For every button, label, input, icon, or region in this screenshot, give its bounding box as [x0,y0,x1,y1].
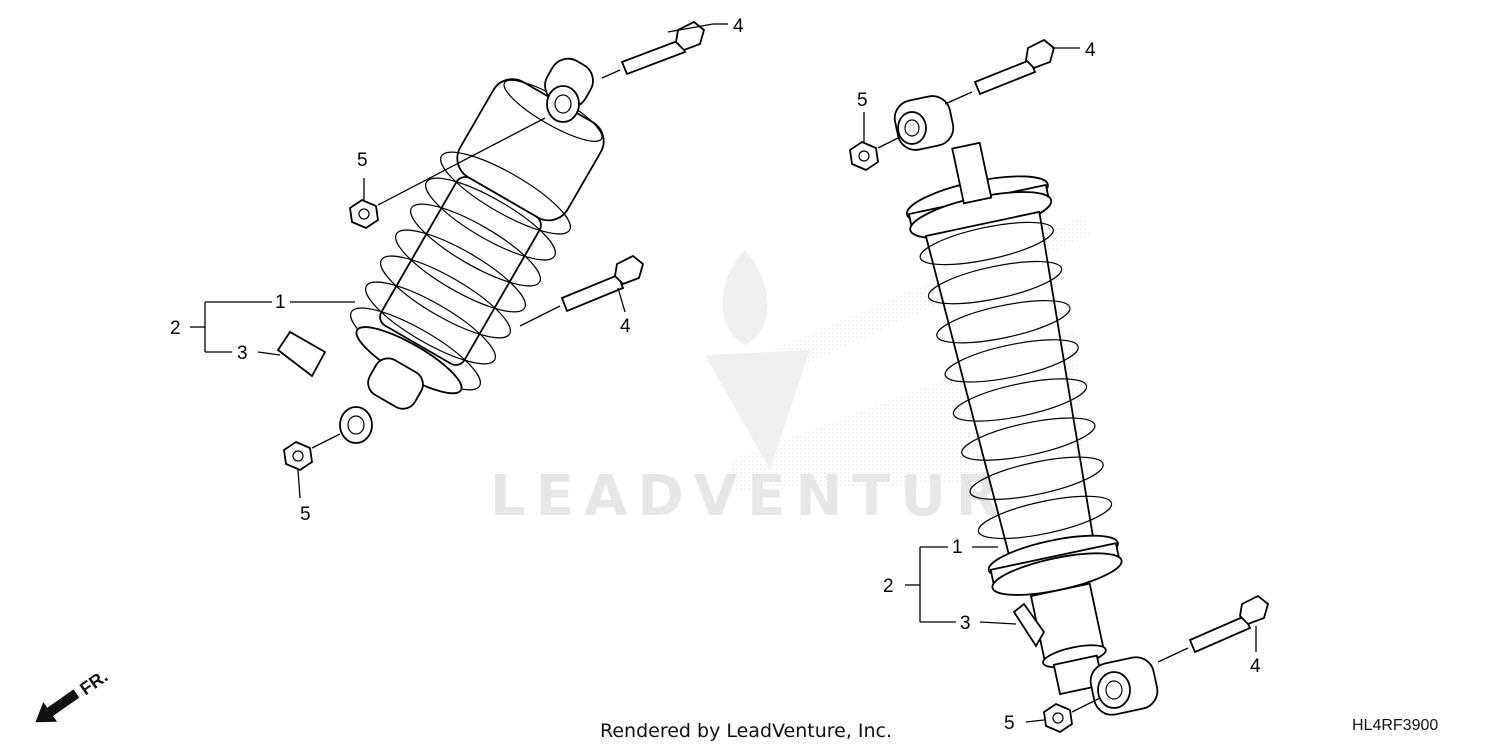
right-lower-nut [1043,697,1101,734]
callout-right-1: 1 [952,537,963,558]
callout-left-3: 3 [237,343,248,364]
callout-left-5-bottom: 5 [300,504,311,525]
right-upper-nut [849,137,899,172]
left-label-sticker [276,330,327,378]
callout-left-4-mid: 4 [620,316,631,337]
diagram-code: HL4RF3900 [1352,717,1438,734]
callout-right-3: 3 [960,613,971,634]
right-lower-bolt [1157,594,1270,663]
right-shock-absorber [893,95,1159,716]
left-lower-nut [283,433,341,472]
callout-right-4-top: 4 [1085,40,1096,61]
callout-right-2: 2 [883,576,894,597]
callout-left-2: 2 [170,318,181,339]
right-leaders [863,47,1257,723]
left-upper-nut [349,117,546,230]
callout-left-1: 1 [275,292,286,313]
callout-right-4-bottom: 4 [1250,656,1261,677]
left-upper-bolt [601,20,706,79]
callout-right-5-top: 5 [857,90,868,111]
front-direction-arrow: FR. [35,666,111,723]
callout-right-5-bottom: 5 [1004,713,1015,734]
right-upper-bolt [944,38,1056,105]
left-shock-absorber [339,57,605,444]
callout-left-5-top: 5 [357,150,368,171]
left-leaders [190,23,728,499]
callout-left-4-top: 4 [733,16,744,37]
direction-label: FR. [76,666,111,699]
right-label-sticker [1012,602,1046,648]
watermark-text: LEADVENTURE [490,464,1057,529]
left-middle-bolt [519,254,645,327]
footer-credit: Rendered by LeadVenture, Inc. [600,720,892,742]
